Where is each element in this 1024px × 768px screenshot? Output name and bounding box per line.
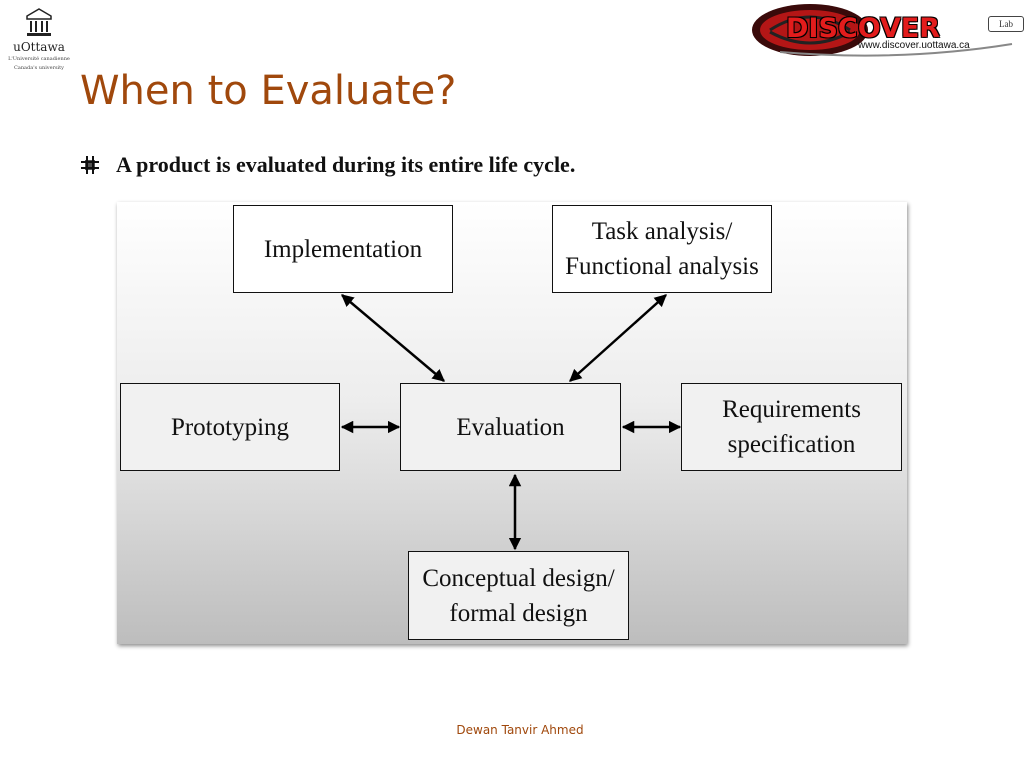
lab-badge: Lab xyxy=(988,16,1024,32)
node-conceptual-design: Conceptual design/ formal design xyxy=(408,551,629,640)
node-requirements-specification: Requirements specification xyxy=(681,383,902,471)
arrow-evaluation-implementation xyxy=(341,294,445,382)
discover-ellipse-graphic xyxy=(752,4,1013,57)
discover-wordmark: DISCOVER xyxy=(786,13,941,44)
evaluation-cycle-diagram: Implementation Task analysis/ Functional… xyxy=(117,202,907,644)
bullet-item: A product is evaluated during its entire… xyxy=(80,152,575,178)
uottawa-tagline-fr: L'Université canadienne xyxy=(8,56,70,62)
footer-author: Dewan Tanvir Ahmed xyxy=(456,723,584,737)
arrow-evaluation-task-analysis xyxy=(569,294,667,382)
bullet-text: A product is evaluated during its entire… xyxy=(116,152,576,177)
node-implementation: Implementation xyxy=(233,205,453,293)
discover-lab-logo: DISCOVER Lab www.discover.uottawa.ca xyxy=(750,2,1024,60)
uottawa-name: uOttawa xyxy=(13,40,65,54)
node-prototyping: Prototyping xyxy=(120,383,340,471)
uottawa-tagline-en: Canada's university xyxy=(14,65,64,71)
university-building-icon xyxy=(26,8,52,36)
slide-title: When to Evaluate? xyxy=(80,68,457,114)
node-evaluation: Evaluation xyxy=(400,383,621,471)
square-bullet-icon xyxy=(81,156,99,174)
discover-url: www.discover.uottawa.ca xyxy=(858,40,970,51)
diagram-arrows xyxy=(340,294,682,551)
uottawa-logo: uOttawa L'Université canadienne Canada's… xyxy=(8,8,70,72)
node-task-analysis: Task analysis/ Functional analysis xyxy=(552,205,772,293)
